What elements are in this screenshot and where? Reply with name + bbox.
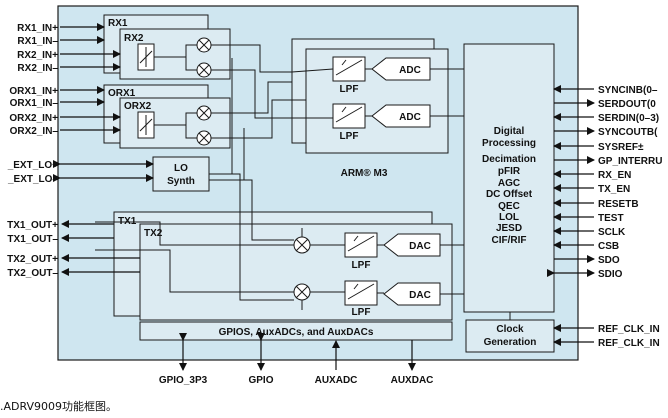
bottom-pins: GPIO_3P3 GPIO AUXADC AUXDAC xyxy=(159,333,434,386)
right-pin-label: TEST xyxy=(598,213,624,224)
digital-processing-block xyxy=(463,43,555,313)
lpf-label-tx-1: LPF xyxy=(352,260,371,271)
digital-processing-line: CIF/RIF xyxy=(492,235,527,246)
left-pin-label: RX1_IN+ xyxy=(17,23,58,34)
orx1-label: ORX1 xyxy=(108,88,136,99)
digital-processing-line: LOL xyxy=(499,212,519,223)
right-pin-label: RESETB xyxy=(598,199,639,210)
lo-synth-label-1: LO xyxy=(174,163,188,174)
dac-label-2: DAC xyxy=(409,290,431,301)
left-pins: RX1_IN+RX1_IN–RX2_IN+RX2_IN–ORX1_IN+ORX1… xyxy=(7,23,154,279)
digital-processing-line: pFIR xyxy=(498,166,521,177)
left-pin-label: _EXT_LO– xyxy=(7,174,58,185)
right-pin-label: SDO xyxy=(598,255,620,266)
digital-processing-line: Processing xyxy=(482,138,536,149)
left-pin-label: ORX1_IN+ xyxy=(9,86,58,97)
lpf-label-rx-2: LPF xyxy=(340,131,359,142)
gpios-block xyxy=(139,321,453,341)
orx2-label: ORX2 xyxy=(124,101,152,112)
rx2-label: RX2 xyxy=(124,33,144,44)
clock-label-1: Clock xyxy=(496,324,524,335)
left-pin-label: TX2_OUT– xyxy=(7,268,58,279)
rx1-label: RX1 xyxy=(108,18,128,29)
digital-processing-line: DC Offset xyxy=(486,189,533,200)
lpf-tx-2 xyxy=(344,280,378,306)
clock-pin-label: REF_CLK_IN xyxy=(598,324,660,335)
dac-label-1: DAC xyxy=(409,241,431,252)
lpf-tx-1 xyxy=(344,232,378,258)
right-pin-label: SYNCINB(0– xyxy=(598,85,658,96)
bottom-pin-label: AUXADC xyxy=(315,375,358,386)
right-pin-label: SERDOUT(0 xyxy=(598,99,656,110)
left-pin-label: TX1_OUT– xyxy=(7,234,58,245)
lpf-adc-2 xyxy=(332,103,366,129)
digital-processing-line: AGC xyxy=(498,178,520,189)
arm-label: ARM® M3 xyxy=(341,168,388,179)
clock-label-2: Generation xyxy=(484,337,537,348)
adc-label-1: ADC xyxy=(399,65,421,76)
internal-wiring xyxy=(95,44,511,320)
left-pin-label: TX2_OUT+ xyxy=(7,254,58,265)
digital-processing-line: JESD xyxy=(496,223,522,234)
bottom-pin-label: GPIO xyxy=(248,375,273,386)
clock-pin-label: REF_CLK_IN xyxy=(598,338,660,349)
clock-pins: REF_CLK_IN REF_CLK_IN xyxy=(553,324,660,349)
left-pin-label: _EXT_LO+ xyxy=(7,160,58,171)
orx-attenuator-icon xyxy=(137,111,155,139)
left-pin-label: ORX2_IN– xyxy=(10,126,59,137)
gpios-label: GPIOS, AuxADCs, and AuxDACs xyxy=(219,327,374,338)
figure-caption: .ADRV9009功能框图。 xyxy=(0,400,118,413)
right-pin-label: SERDIN(0–3) xyxy=(598,113,659,124)
lpf-label-tx-2: LPF xyxy=(352,307,371,318)
tx2-label: TX2 xyxy=(144,228,163,239)
right-pin-label: CSB xyxy=(598,241,619,252)
right-pin-label: GP_INTERRU xyxy=(598,156,662,167)
lo-synth-block xyxy=(152,156,210,192)
left-pin-label: RX2_IN– xyxy=(17,63,58,74)
clock-generation-block xyxy=(465,319,555,353)
left-pin-label: RX2_IN+ xyxy=(17,50,58,61)
right-pin-label: RX_EN xyxy=(598,170,631,181)
adc-label-2: ADC xyxy=(399,112,421,123)
digital-processing-line: Digital xyxy=(494,126,525,137)
right-pin-label: SYNCOUTB( xyxy=(598,127,658,138)
digital-processing-line: QEC xyxy=(498,201,520,212)
right-pin-label: SYSREF± xyxy=(598,142,644,153)
lo-synth-label-2: Synth xyxy=(167,176,195,187)
digital-processing-line: Decimation xyxy=(482,154,536,165)
bottom-pin-label: GPIO_3P3 xyxy=(159,375,208,386)
rx-attenuator-icon xyxy=(137,43,155,71)
right-pin-label: SCLK xyxy=(598,227,626,238)
right-pin-label: TX_EN xyxy=(598,184,630,195)
right-pin-label: SDIO xyxy=(598,269,623,280)
left-pin-label: TX1_OUT+ xyxy=(7,220,58,231)
left-pin-label: ORX2_IN+ xyxy=(9,113,58,124)
lpf-label-rx-1: LPF xyxy=(340,84,359,95)
left-pin-label: RX1_IN– xyxy=(17,36,58,47)
left-pin-label: ORX1_IN– xyxy=(10,98,59,109)
lpf-adc-1 xyxy=(332,56,366,82)
bottom-pin-label: AUXDAC xyxy=(391,375,434,386)
